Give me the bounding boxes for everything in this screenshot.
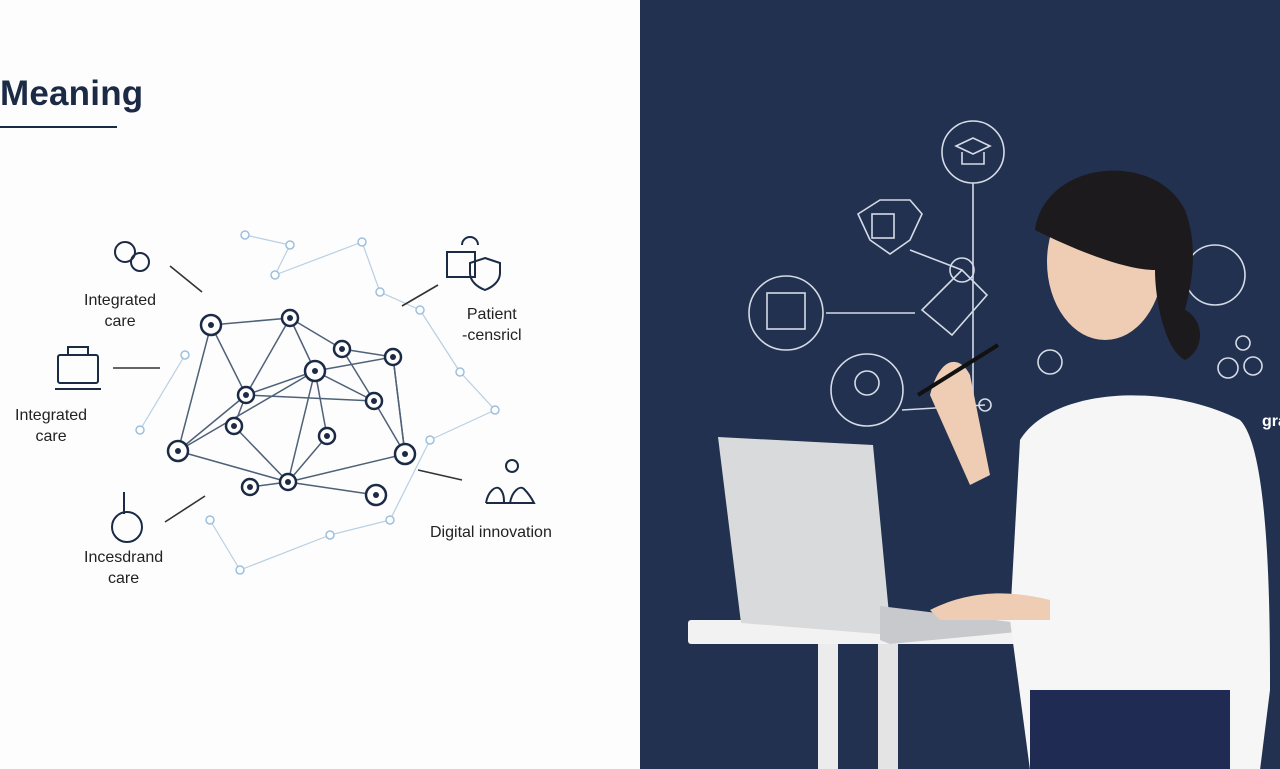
- network-faint-node: [425, 435, 435, 445]
- partial-label: gran: [1262, 413, 1280, 430]
- network-faint-node: [235, 565, 245, 575]
- network-faint-edge: [209, 519, 241, 571]
- network-node-core: [243, 392, 249, 398]
- network-faint-edge: [139, 354, 186, 431]
- network-node-core: [339, 346, 345, 352]
- document-icon: [748, 275, 824, 351]
- network-faint-node: [180, 350, 190, 360]
- network-edge: [210, 324, 247, 396]
- network-edge: [177, 324, 212, 452]
- network-faint-node: [205, 515, 215, 525]
- network-faint-edge: [274, 241, 363, 276]
- left-icons: [55, 236, 536, 543]
- gear-icon: [1235, 335, 1251, 351]
- network-node-core: [312, 368, 318, 374]
- network-edge: [210, 317, 291, 326]
- photo-illustration: [688, 120, 1270, 769]
- network-faint-node: [455, 367, 465, 377]
- network-edge: [287, 481, 377, 496]
- network-faint-edge: [244, 234, 291, 246]
- laptop: [718, 437, 1060, 644]
- network-faint-node: [385, 515, 395, 525]
- network-edge: [392, 356, 406, 455]
- right-panel-photo: [640, 0, 1280, 769]
- thermometer-icon: [111, 492, 143, 543]
- page-title: Meaning: [0, 74, 144, 113]
- shield-plus-icon: [446, 236, 501, 292]
- network-edge: [245, 394, 375, 402]
- background-icons: [748, 120, 1263, 427]
- network-faint-edge: [419, 309, 461, 373]
- network-node-core: [324, 433, 330, 439]
- network-node-core: [208, 322, 214, 328]
- desk: [688, 620, 1068, 769]
- network-faint-node: [325, 530, 335, 540]
- network-node-core: [285, 479, 291, 485]
- network-faint-edge: [389, 439, 431, 521]
- network-node-core: [373, 492, 379, 498]
- network-faint-edge: [429, 409, 496, 441]
- label-digital-innovation: Digital innovation: [430, 524, 552, 541]
- network-node-core: [402, 451, 408, 457]
- network-edge: [177, 370, 316, 452]
- connector-lines: [113, 265, 463, 523]
- network-faint-edge: [459, 371, 496, 411]
- network-faint-node: [240, 230, 250, 240]
- network-node-core: [390, 354, 396, 360]
- network-edge: [245, 370, 316, 396]
- network-edge: [287, 435, 328, 483]
- network-faint-edge: [274, 244, 291, 276]
- network-faint-node: [135, 425, 145, 435]
- network-edge: [245, 317, 291, 396]
- title-underline: [0, 126, 117, 128]
- clipboard-badge-icon: [856, 199, 923, 255]
- network-edge: [287, 453, 406, 483]
- network-faint-edge: [361, 241, 381, 293]
- network-faint-edge: [239, 534, 331, 571]
- gears-icon: [114, 241, 150, 272]
- network-edge: [287, 370, 316, 483]
- woman: [916, 170, 1270, 769]
- network-edge: [177, 450, 289, 483]
- network-faint-edge: [379, 291, 421, 311]
- briefcase-icon: [55, 346, 101, 390]
- network-node-core: [371, 398, 377, 404]
- cloud-icon: [1184, 244, 1246, 306]
- network-node-core: [231, 423, 237, 429]
- network-edge: [314, 356, 394, 372]
- network-node-core: [175, 448, 181, 454]
- network-edge: [341, 348, 375, 402]
- user-icon: [830, 353, 904, 427]
- network-faint-node: [490, 405, 500, 415]
- network-faint-node: [375, 287, 385, 297]
- network-edge: [289, 317, 343, 350]
- network-edge: [177, 394, 247, 452]
- network-faint-node: [357, 237, 367, 247]
- users-icon: [1217, 357, 1239, 379]
- network-node-core: [247, 484, 253, 490]
- network-node-core: [287, 315, 293, 321]
- label-patient-centric: Patient-censricl: [462, 306, 522, 344]
- network-faint-node: [415, 305, 425, 315]
- graduation-cap-icon: [941, 120, 1005, 184]
- network-faint-edge: [329, 519, 391, 536]
- network-diagram: [135, 230, 500, 575]
- network-faint-node: [270, 270, 280, 280]
- network-faint-node: [285, 240, 295, 250]
- network-edge: [233, 425, 289, 483]
- people-puzzle-icon: [485, 459, 536, 504]
